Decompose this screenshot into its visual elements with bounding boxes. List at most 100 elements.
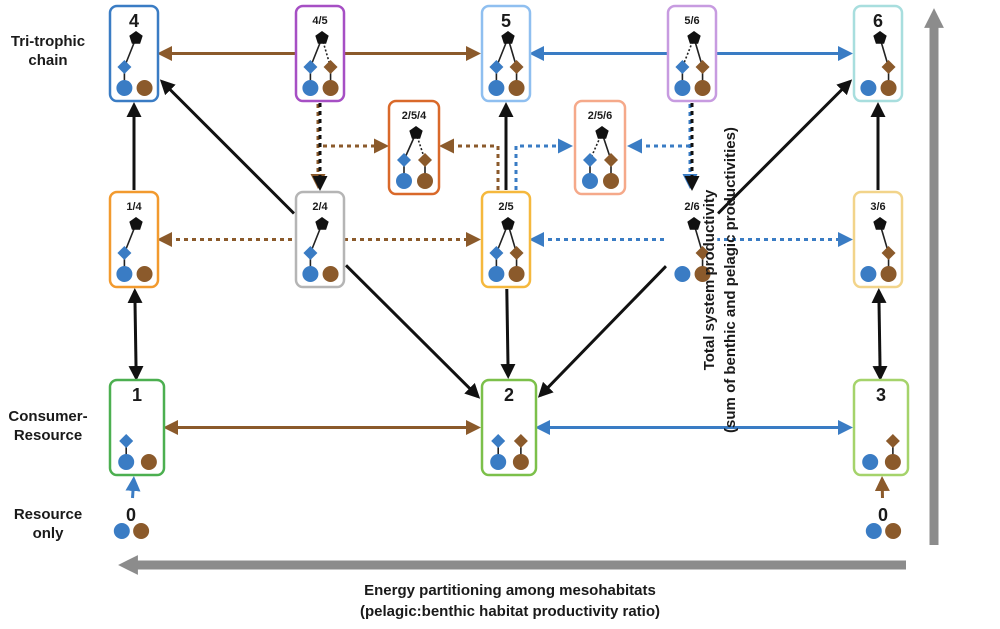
node-label: 4 xyxy=(129,11,139,31)
connector-2-5-to-2-5-4 xyxy=(439,138,500,190)
benthic-resource-icon xyxy=(136,80,153,96)
pelagic-resource-icon xyxy=(113,523,130,539)
benthic-resource-icon xyxy=(508,266,525,282)
node-state-3: 3 xyxy=(852,378,910,477)
node-state-1-4: 1/4 xyxy=(108,190,160,289)
predator-icon xyxy=(129,217,143,230)
benthic-resource-icon xyxy=(885,523,902,539)
node-state-2-4: 2/4 xyxy=(294,190,346,289)
node-state-5: 5 xyxy=(480,4,532,103)
pelagic-consumer-icon xyxy=(491,434,506,448)
node-box xyxy=(852,190,904,289)
x-axis-label-line: Energy partitioning among mesohabitats xyxy=(364,582,656,599)
pelagic-resource-icon xyxy=(302,266,319,282)
pelagic-consumer-icon xyxy=(675,60,690,74)
node-state-2-5-4: 2/5/4 xyxy=(387,99,441,196)
benthic-consumer-icon xyxy=(695,60,710,74)
benthic-consumer-icon xyxy=(695,246,710,260)
predator-icon xyxy=(409,126,423,139)
y-axis-label-line: Total system productivity xyxy=(701,189,718,371)
transition-arrow xyxy=(125,476,141,499)
row-label-line: only xyxy=(32,525,64,542)
pelagic-consumer-icon xyxy=(303,60,318,74)
node-box xyxy=(666,4,718,103)
benthic-consumer-icon xyxy=(418,153,432,167)
elbow-connectors xyxy=(310,104,698,190)
node-label: 2/5 xyxy=(498,201,513,213)
row-label-consumer-resource: Consumer- Resource xyxy=(0,407,96,445)
node-box xyxy=(480,378,538,477)
node-state-2: 2 xyxy=(480,378,538,477)
pelagic-resource-icon xyxy=(860,80,877,96)
node-box xyxy=(108,378,166,477)
pelagic-consumer-icon xyxy=(117,246,132,260)
connector-2-5-to-2-5-6 xyxy=(514,138,573,190)
node-box xyxy=(294,4,346,103)
benthic-consumer-icon xyxy=(885,434,900,448)
benthic-consumer-icon xyxy=(509,246,524,260)
axes xyxy=(118,8,944,575)
node-label: 1/4 xyxy=(126,201,142,213)
node-box xyxy=(108,4,160,103)
node-state-6: 6 xyxy=(852,4,904,103)
node-box xyxy=(480,4,532,103)
pelagic-resource-icon xyxy=(674,80,691,96)
benthic-resource-icon xyxy=(322,80,339,96)
predator-icon xyxy=(873,31,887,44)
transition-arrow xyxy=(871,288,888,381)
node-state-0: 0 xyxy=(106,498,156,546)
benthic-resource-icon xyxy=(133,523,150,539)
node-label: 2/5/4 xyxy=(402,110,427,122)
node-label: 1 xyxy=(132,385,142,405)
pelagic-resource-icon xyxy=(488,266,505,282)
predator-icon xyxy=(315,217,329,230)
y-axis-label: Total system productivity (sum of benthi… xyxy=(699,30,741,530)
pelagic-consumer-icon xyxy=(489,246,504,260)
predator-icon xyxy=(501,217,515,230)
benthic-resource-icon xyxy=(603,173,619,189)
benthic-consumer-icon xyxy=(509,60,524,74)
transition-arrow xyxy=(127,288,144,381)
transition-arrows xyxy=(125,46,890,499)
pelagic-resource-icon xyxy=(860,266,877,282)
pelagic-consumer-icon xyxy=(119,434,134,448)
benthic-resource-icon xyxy=(512,454,529,470)
benthic-resource-icon xyxy=(322,266,339,282)
node-state-0: 0 xyxy=(858,498,908,546)
predator-icon xyxy=(687,217,701,230)
node-box xyxy=(852,378,910,477)
benthic-resource-icon xyxy=(136,266,153,282)
benthic-resource-icon xyxy=(694,80,711,96)
pelagic-consumer-icon xyxy=(117,60,132,74)
row-label-line: Resource xyxy=(13,506,83,523)
predator-icon xyxy=(687,31,701,44)
node-label: 3 xyxy=(876,385,886,405)
node-label: 0 xyxy=(878,505,888,525)
pelagic-resource-icon xyxy=(396,173,412,189)
transition-arrow xyxy=(159,79,296,215)
node-state-3-6: 3/6 xyxy=(852,190,904,289)
node-state-4-5: 4/5 xyxy=(294,4,346,103)
node-label: 5/6 xyxy=(684,15,699,27)
node-label: 2 xyxy=(504,385,514,405)
pelagic-resource-icon xyxy=(116,266,133,282)
node-label: 2/6 xyxy=(684,201,699,213)
node-label: 6 xyxy=(873,11,883,31)
pelagic-consumer-icon xyxy=(583,153,597,167)
pelagic-resource-icon xyxy=(302,80,319,96)
node-box xyxy=(387,99,441,196)
pelagic-resource-icon xyxy=(674,266,691,282)
benthic-consumer-icon xyxy=(513,434,528,448)
node-state-2-6: 2/6 xyxy=(666,190,718,289)
pelagic-resource-icon xyxy=(488,80,505,96)
node-box xyxy=(666,190,718,289)
predator-icon xyxy=(315,31,329,44)
predator-icon xyxy=(129,31,143,44)
benthic-resource-icon xyxy=(880,80,897,96)
row-label-line: chain xyxy=(28,52,68,69)
row-label-line: Tri-trophic xyxy=(10,33,86,50)
predator-icon xyxy=(595,126,609,139)
benthic-resource-icon xyxy=(417,173,433,189)
pelagic-consumer-icon xyxy=(397,153,411,167)
row-label-line: Resource xyxy=(13,427,83,444)
